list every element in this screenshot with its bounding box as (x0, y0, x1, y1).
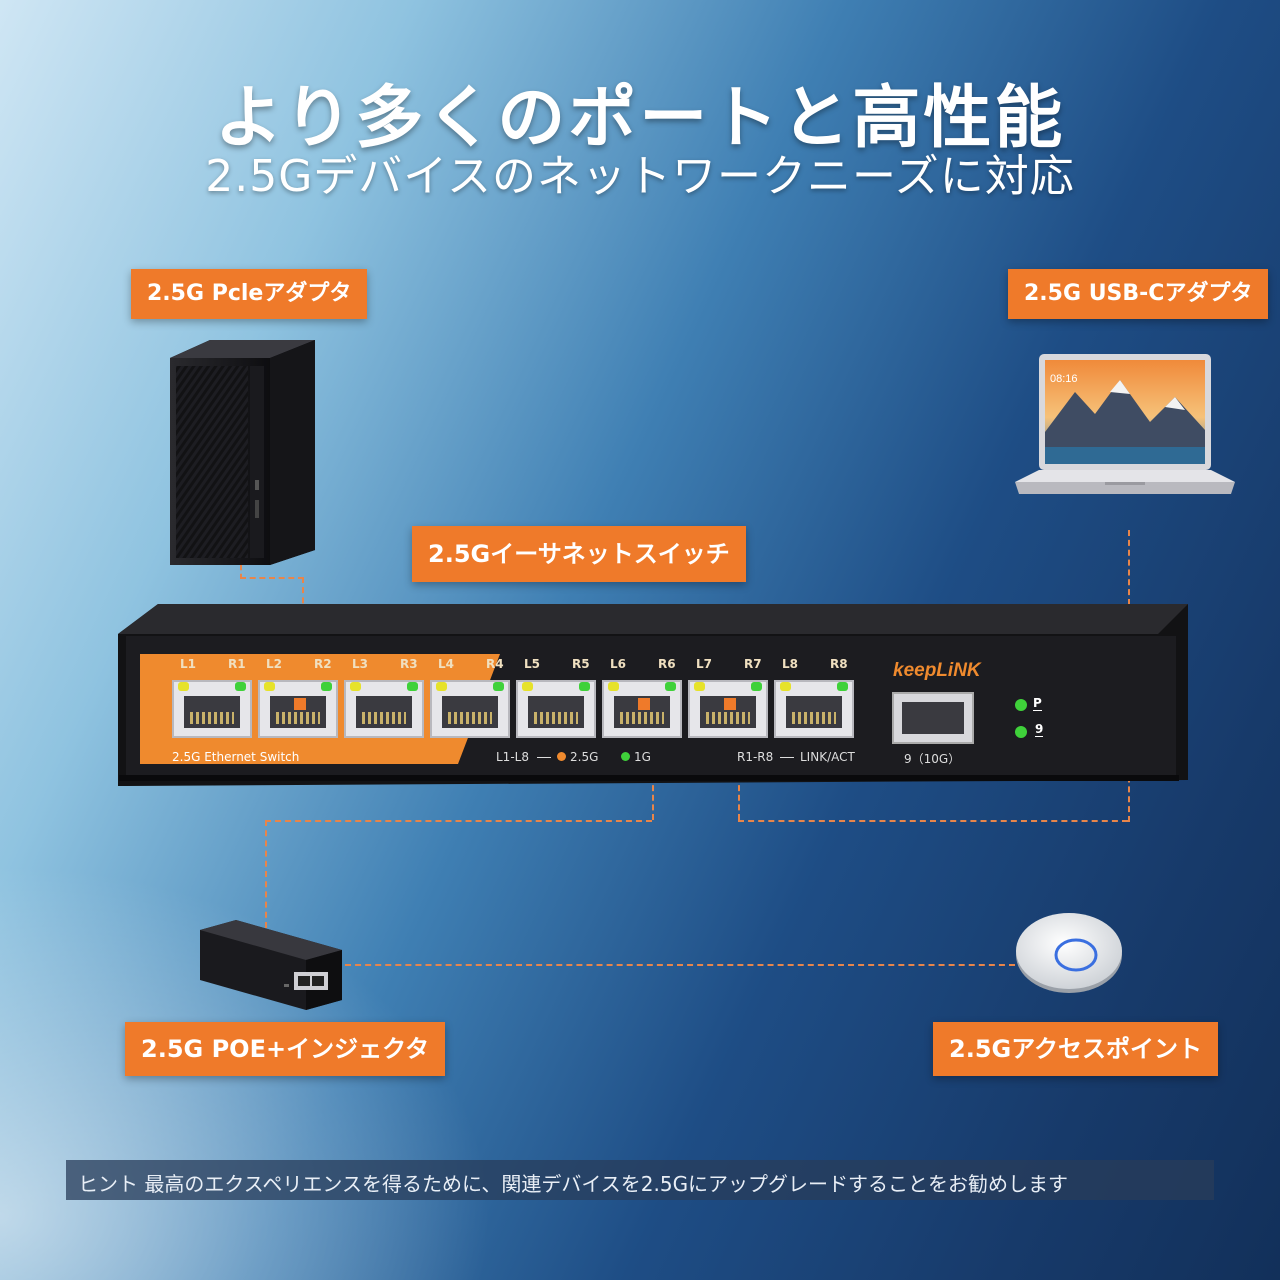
port-label-r6: R6 (658, 657, 676, 671)
led-l4 (436, 682, 447, 691)
led-l2 (264, 682, 275, 691)
port-label-r1: R1 (228, 657, 246, 671)
side-label-p: P (1033, 696, 1042, 711)
port-label-l7: L7 (696, 657, 712, 671)
led-l8 (780, 682, 791, 691)
connector-ap (345, 964, 1015, 966)
connection-marker-6 (638, 698, 650, 710)
connector-laptop-h (738, 820, 1128, 822)
tag-poe-injector: 2.5G POE+インジェクタ (125, 1022, 446, 1076)
led-r4 (493, 682, 504, 691)
connector-poe-drop (265, 820, 267, 928)
port-label-r4: R4 (486, 657, 504, 671)
connector-pc (240, 565, 304, 579)
led-power (1015, 699, 1027, 711)
port-label-r2: R2 (314, 657, 332, 671)
laptop-icon: 08:16 (1015, 354, 1235, 494)
connector-poe-h (265, 820, 652, 822)
led-l3 (350, 682, 361, 691)
legend-r-ports: R1-R8 (737, 750, 774, 764)
footer-hint: ヒント 最高のエクスペリエンスを得るために、関連デバイスを2.5Gにアップグレー… (78, 1172, 1069, 1196)
laptop-clock: 08:16 (1050, 373, 1078, 385)
led-r1 (235, 682, 246, 691)
led-l6 (608, 682, 619, 691)
side-label-9: 9 (1035, 722, 1044, 737)
legend-link-act: LINK/ACT (800, 750, 855, 764)
legend-dot-green (621, 752, 630, 761)
legend-25g: 2.5G (570, 750, 599, 764)
tag-pcie-adapter: 2.5G Pcleアダプタ (131, 269, 368, 319)
legend-l-ports: L1-L8 (496, 750, 529, 764)
port-label-r8: R8 (830, 657, 848, 671)
led-r7 (751, 682, 762, 691)
port-label-l4: L4 (438, 657, 454, 671)
port-label-l3: L3 (352, 657, 368, 671)
pc-tower-icon (170, 340, 315, 565)
connection-marker-2 (294, 698, 306, 710)
legend-dot-orange (557, 752, 566, 761)
port-label-l2: L2 (266, 657, 282, 671)
footer-bar (66, 1160, 1214, 1200)
led-r6 (665, 682, 676, 691)
port-label-l1: L1 (180, 657, 196, 671)
led-port9 (1015, 726, 1027, 738)
port-label-r3: R3 (400, 657, 418, 671)
main-title: より多くのポートと高性能 (214, 79, 1066, 158)
led-r3 (407, 682, 418, 691)
poe-injector-icon (200, 920, 342, 1010)
port-label-l6: L6 (610, 657, 626, 671)
led-l5 (522, 682, 533, 691)
tag-ethernet-switch: 2.5Gイーサネットスイッチ (412, 526, 746, 582)
sfp-port[interactable] (892, 692, 974, 744)
port-label-r7: R7 (744, 657, 762, 671)
led-l1 (178, 682, 189, 691)
sfp-label: 9（10G） (904, 752, 961, 766)
led-r2 (321, 682, 332, 691)
tag-usbc-adapter: 2.5G USB-Cアダプタ (1008, 269, 1269, 319)
connection-marker-7 (724, 698, 736, 710)
tag-access-point: 2.5Gアクセスポイント (933, 1022, 1219, 1076)
led-r5 (579, 682, 590, 691)
led-r8 (837, 682, 848, 691)
rj45-port-3[interactable] (344, 680, 424, 738)
switch-model-text: 2.5G Ethernet Switch (172, 750, 300, 764)
port-label-l5: L5 (524, 657, 540, 671)
port-label-r5: R5 (572, 657, 590, 671)
access-point-icon (1016, 913, 1122, 993)
switch-brand: keepLiNK (893, 660, 981, 681)
legend-1g: 1G (634, 750, 651, 764)
led-l7 (694, 682, 705, 691)
port-label-l8: L8 (782, 657, 798, 671)
sub-title: 2.5Gデバイスのネットワークニーズに対応 (205, 151, 1075, 202)
